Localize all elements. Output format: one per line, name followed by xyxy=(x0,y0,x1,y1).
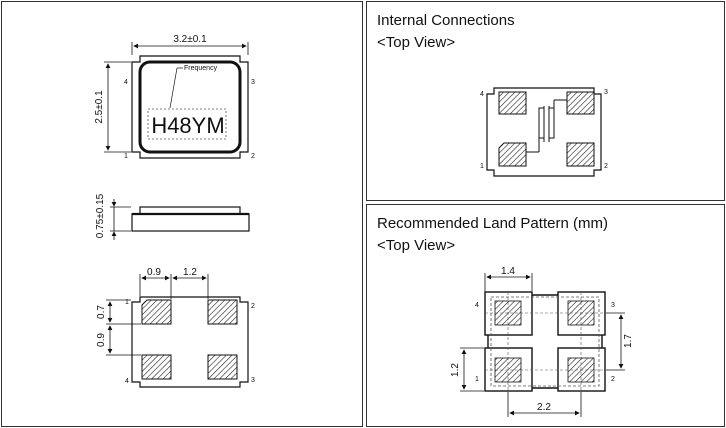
side-thickness-dim: 0.75±0.15 xyxy=(95,193,106,238)
bottom-view: 0.9 1.2 0.7 0.9 1 2 4 3 xyxy=(96,267,255,388)
ic-pin-3-label: 3 xyxy=(604,89,608,96)
land-pattern-diagram: 1.4 1.7 1.2 2.2 4 3 1 2 xyxy=(450,266,634,417)
top-view: 3.2±0.1 2.5±0.1 Frequency H48YM 4 3 1 2 xyxy=(94,34,255,160)
lp-pin-2-label: 2 xyxy=(611,376,615,383)
land-dim-top: 1.4 xyxy=(501,266,515,277)
internal-connections-diagram: 4 3 1 2 xyxy=(480,87,608,177)
pin-2-label: 2 xyxy=(251,153,255,160)
lp-pin-1-label: 1 xyxy=(475,376,479,383)
bottom-pin-3-label: 3 xyxy=(251,377,255,384)
internal-connections-title: Internal Connections xyxy=(377,12,515,29)
land-dim-bottom: 2.2 xyxy=(537,402,551,413)
ic-pin-2-label: 2 xyxy=(604,163,608,170)
bottom-dim-b: 1.2 xyxy=(183,267,197,278)
part-marking: H48YM xyxy=(151,113,224,138)
internal-connections-subtitle: <Top View> xyxy=(377,34,456,51)
lp-pin-3-label: 3 xyxy=(611,302,615,309)
bottom-pin-2-label: 2 xyxy=(251,303,255,310)
land-pattern-panel: Recommended Land Pattern (mm) <Top View>… xyxy=(366,204,725,427)
ic-pin-1-label: 1 xyxy=(480,163,484,170)
land-dim-left: 1.2 xyxy=(450,363,461,377)
top-height-dim: 2.5±0.1 xyxy=(94,90,105,124)
bottom-dim-c: 0.7 xyxy=(96,305,107,319)
frequency-label: Frequency xyxy=(184,65,218,72)
pin-4-label: 4 xyxy=(124,79,128,86)
dimensions-panel: 3.2±0.1 2.5±0.1 Frequency H48YM 4 3 1 2 xyxy=(1,1,363,427)
pin-1-label: 1 xyxy=(124,153,128,160)
lp-pin-4-label: 4 xyxy=(475,302,479,309)
package-drawing: 3.2±0.1 2.5±0.1 Frequency H48YM 4 3 1 2 xyxy=(94,34,255,388)
bottom-pin-1-label: 1 xyxy=(125,299,129,306)
bottom-dim-a: 0.9 xyxy=(147,267,161,278)
land-dim-right: 1.7 xyxy=(623,334,634,348)
bottom-dim-d: 0.9 xyxy=(96,333,107,347)
side-view: 0.75±0.15 xyxy=(95,193,250,240)
ic-pin-4-label: 4 xyxy=(480,91,484,98)
pin-3-label: 3 xyxy=(251,79,255,86)
top-width-dim: 3.2±0.1 xyxy=(173,34,207,45)
internal-connections-panel: Internal Connections <Top View> 4 3 1 2 xyxy=(366,1,725,201)
land-pattern-subtitle: <Top View> xyxy=(377,237,456,254)
bottom-pin-4-label: 4 xyxy=(125,378,129,385)
land-pattern-title: Recommended Land Pattern (mm) xyxy=(377,215,608,232)
